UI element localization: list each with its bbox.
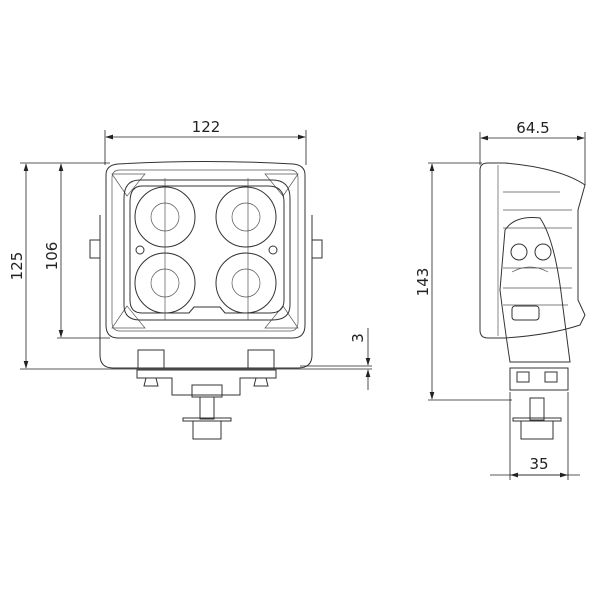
lock-nut (192, 420, 222, 440)
front-view (89, 161, 323, 440)
side-knob-right (311, 239, 323, 259)
led-lens-top-right (215, 186, 277, 248)
side-knob-left (89, 239, 101, 259)
pivot-bolt-icon (534, 243, 552, 261)
dim-side-total-height: 143 (414, 268, 432, 297)
front-bracket (99, 215, 313, 369)
side-view (479, 162, 586, 440)
lens-panel (123, 179, 291, 321)
side-housing (479, 162, 586, 339)
screw-icon (268, 245, 278, 255)
screw-icon (135, 245, 145, 255)
dim-bracket-width: 35 (529, 455, 548, 473)
bolt-thread (199, 396, 215, 420)
dim-front-housing-height: 106 (43, 242, 61, 271)
dim-front-width: 122 (192, 118, 221, 136)
front-housing (105, 161, 306, 339)
side-bracket (499, 217, 571, 363)
front-dimensions: 122 125 106 3 (8, 118, 372, 390)
dim-front-total-height: 125 (8, 252, 26, 281)
led-lens-bottom-left (134, 252, 196, 314)
led-lens-top-left (134, 186, 196, 248)
dim-side-depth: 64.5 (516, 119, 549, 137)
dim-bracket-offset: 3 (349, 333, 367, 343)
pivot-bolt-icon (510, 243, 528, 261)
led-lens-bottom-right (215, 252, 277, 314)
side-dimensions: 64.5 143 35 (414, 119, 586, 480)
